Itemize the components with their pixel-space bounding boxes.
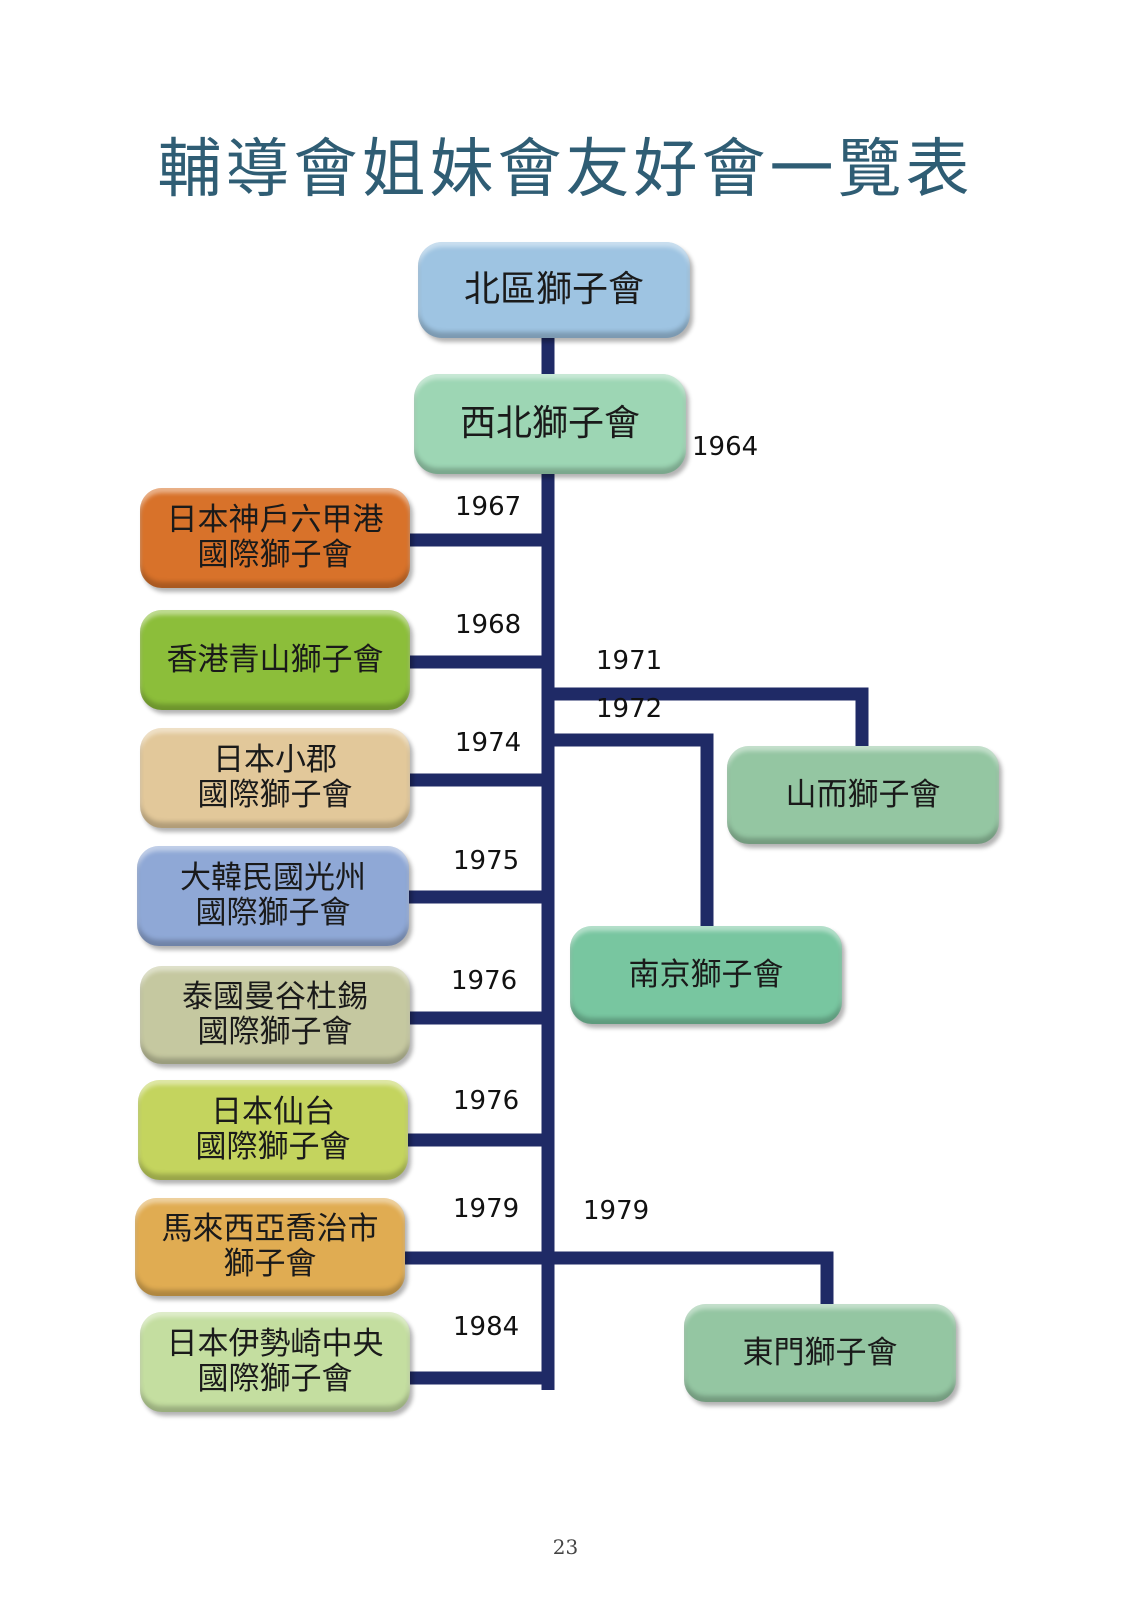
root-club-label: 北區獅子會: [463, 268, 644, 310]
domestic-club-label: 山而獅子會: [785, 776, 941, 813]
domestic-club-box: 山而獅子會: [727, 746, 999, 844]
club-box: 大韓民國光州國際獅子會: [137, 846, 409, 946]
club-name-line: 大韓民國光州: [180, 860, 366, 897]
club-box: 泰國曼谷杜錫國際獅子會: [140, 966, 410, 1064]
domestic-year: 1979: [583, 1196, 650, 1226]
club-name-line: 國際獅子會: [195, 895, 351, 931]
domestic-club-label: 南京獅子會: [628, 956, 784, 993]
club-year: 1974: [455, 728, 522, 758]
parent-club-label: 西北獅子會: [459, 402, 640, 444]
club-year: 1976: [451, 966, 518, 996]
club-name-line: 國際獅子會: [197, 537, 353, 573]
parent-club-box: 西北獅子會: [414, 374, 686, 474]
club-box: 日本伊勢崎中央國際獅子會: [140, 1312, 410, 1412]
club-name-line: 日本仙台: [211, 1094, 335, 1131]
domestic-club-box: 東門獅子會: [684, 1304, 956, 1402]
club-box: 日本小郡國際獅子會: [140, 728, 410, 828]
connector-domestic-2: [548, 733, 714, 932]
domestic-club-box: 南京獅子會: [570, 926, 842, 1024]
club-name-line: 日本伊勢崎中央: [166, 1326, 384, 1363]
club-name-line: 國際獅子會: [197, 777, 353, 813]
connector-domestic-1: [548, 687, 869, 752]
parent-year: 1964: [692, 432, 759, 462]
club-name-line: 日本神戶六甲港: [166, 502, 384, 539]
domestic-year: 1972: [596, 694, 663, 724]
club-box: 日本神戶六甲港國際獅子會: [140, 488, 410, 588]
root-club-box: 北區獅子會: [418, 242, 690, 338]
club-name-line: 國際獅子會: [195, 1129, 351, 1165]
connector-domestic-3: [548, 1251, 834, 1310]
club-year: 1975: [453, 846, 520, 876]
club-box: 香港青山獅子會: [140, 610, 410, 710]
club-name-line: 香港青山獅子會: [166, 641, 384, 678]
club-year: 1984: [453, 1312, 520, 1342]
club-year: 1968: [455, 610, 522, 640]
club-name-line: 日本小郡: [213, 742, 337, 779]
club-box: 馬來西亞喬治市獅子會: [135, 1198, 405, 1296]
page-title: 輔導會姐妹會友好會一覽表: [157, 133, 974, 207]
club-year: 1979: [453, 1194, 520, 1224]
club-name-line: 馬來西亞喬治市: [161, 1211, 379, 1248]
club-name-line: 國際獅子會: [197, 1014, 353, 1050]
club-name-line: 泰國曼谷杜錫: [182, 979, 368, 1016]
club-year: 1967: [455, 492, 522, 522]
page-number: 23: [552, 1535, 579, 1559]
domestic-club-label: 東門獅子會: [742, 1334, 898, 1371]
club-year: 1976: [453, 1086, 520, 1116]
domestic-year: 1971: [596, 646, 663, 676]
club-name-line: 國際獅子會: [197, 1361, 353, 1397]
club-box: 日本仙台國際獅子會: [138, 1080, 408, 1180]
club-name-line: 獅子會: [223, 1246, 317, 1282]
